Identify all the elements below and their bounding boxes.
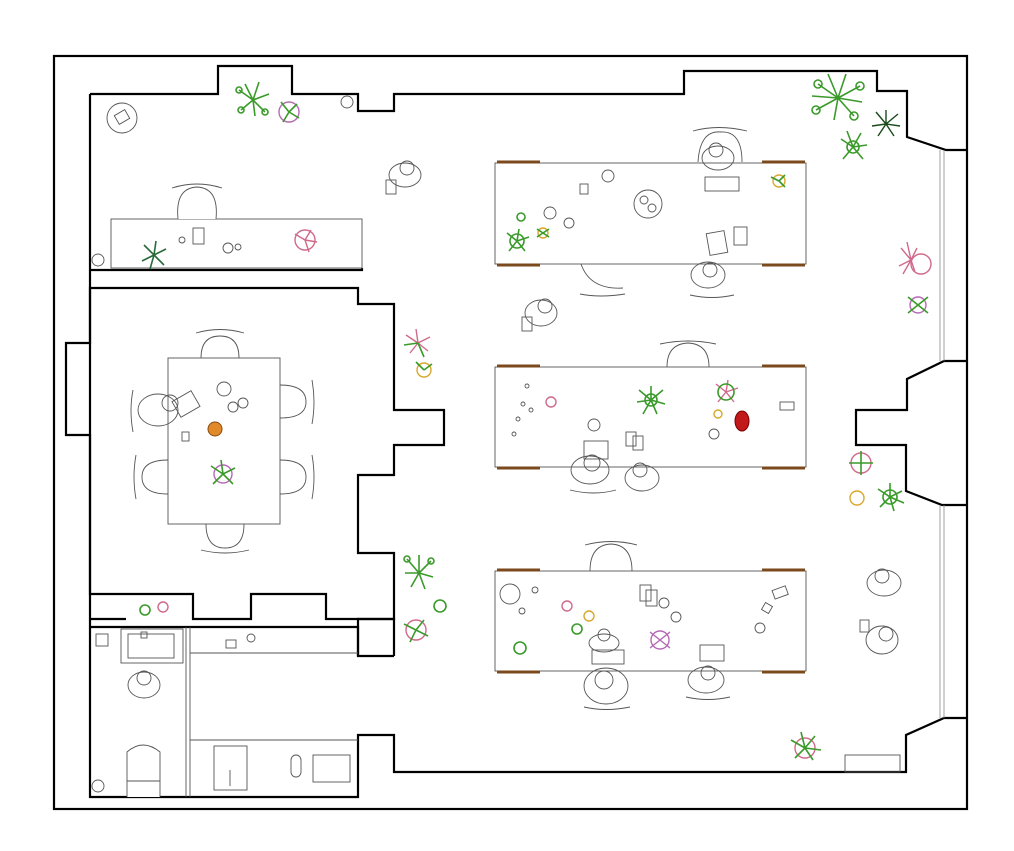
washroom xyxy=(126,744,351,797)
plant-8 xyxy=(770,174,786,188)
interior-wall-outline xyxy=(90,64,966,152)
right-wall-bottom xyxy=(88,94,966,799)
plant-24 xyxy=(849,490,865,506)
plant-28 xyxy=(403,619,429,643)
plant-13 xyxy=(907,296,929,314)
plant-11 xyxy=(536,227,550,239)
plant-18 xyxy=(734,410,750,432)
plant-12 xyxy=(898,241,932,275)
plant-32 xyxy=(513,641,527,655)
right-wall-lower xyxy=(854,359,966,507)
plant-2 xyxy=(278,101,300,123)
plant-10 xyxy=(516,212,526,222)
reception-desk xyxy=(110,183,363,269)
column-2 xyxy=(91,253,105,267)
plant-35 xyxy=(139,601,169,616)
plant-15 xyxy=(415,361,433,378)
people-right xyxy=(859,568,902,655)
side-table-object xyxy=(113,109,131,125)
outer-boundary xyxy=(52,54,969,811)
plant-7 xyxy=(294,229,318,253)
plant-21 xyxy=(207,421,223,437)
plant-31 xyxy=(571,623,583,635)
side-table xyxy=(106,102,138,134)
plant-14 xyxy=(403,328,431,358)
service-block-wall-2 xyxy=(356,617,396,656)
plant-5 xyxy=(871,110,901,137)
work-table-1 xyxy=(494,127,807,298)
plant-23 xyxy=(849,451,873,475)
person-top xyxy=(385,160,422,195)
plant-30 xyxy=(583,610,595,622)
plant-20 xyxy=(545,396,557,408)
work-table-3 xyxy=(494,541,807,710)
work-table-2 xyxy=(494,340,807,494)
plant-22 xyxy=(210,459,236,485)
plant-34 xyxy=(790,731,822,761)
meeting-table xyxy=(130,329,315,554)
person-mid xyxy=(521,298,558,332)
bench xyxy=(844,754,901,773)
plant-1 xyxy=(235,81,270,117)
plant-19 xyxy=(713,409,723,419)
plant-26 xyxy=(403,555,435,590)
windows xyxy=(939,150,945,718)
plants xyxy=(139,73,932,761)
plant-3 xyxy=(811,73,865,121)
plant-33 xyxy=(649,630,671,650)
column-3 xyxy=(91,779,105,793)
plant-29 xyxy=(561,600,573,612)
plant-6 xyxy=(141,240,167,270)
plant-27 xyxy=(433,599,447,613)
plant-4 xyxy=(840,130,868,160)
plant-16 xyxy=(636,386,666,415)
plant-25 xyxy=(877,483,905,512)
reception-wall xyxy=(90,268,364,272)
plant-9 xyxy=(506,228,530,252)
plant-17 xyxy=(715,379,739,403)
column xyxy=(340,95,354,109)
kitchenette xyxy=(95,628,256,699)
